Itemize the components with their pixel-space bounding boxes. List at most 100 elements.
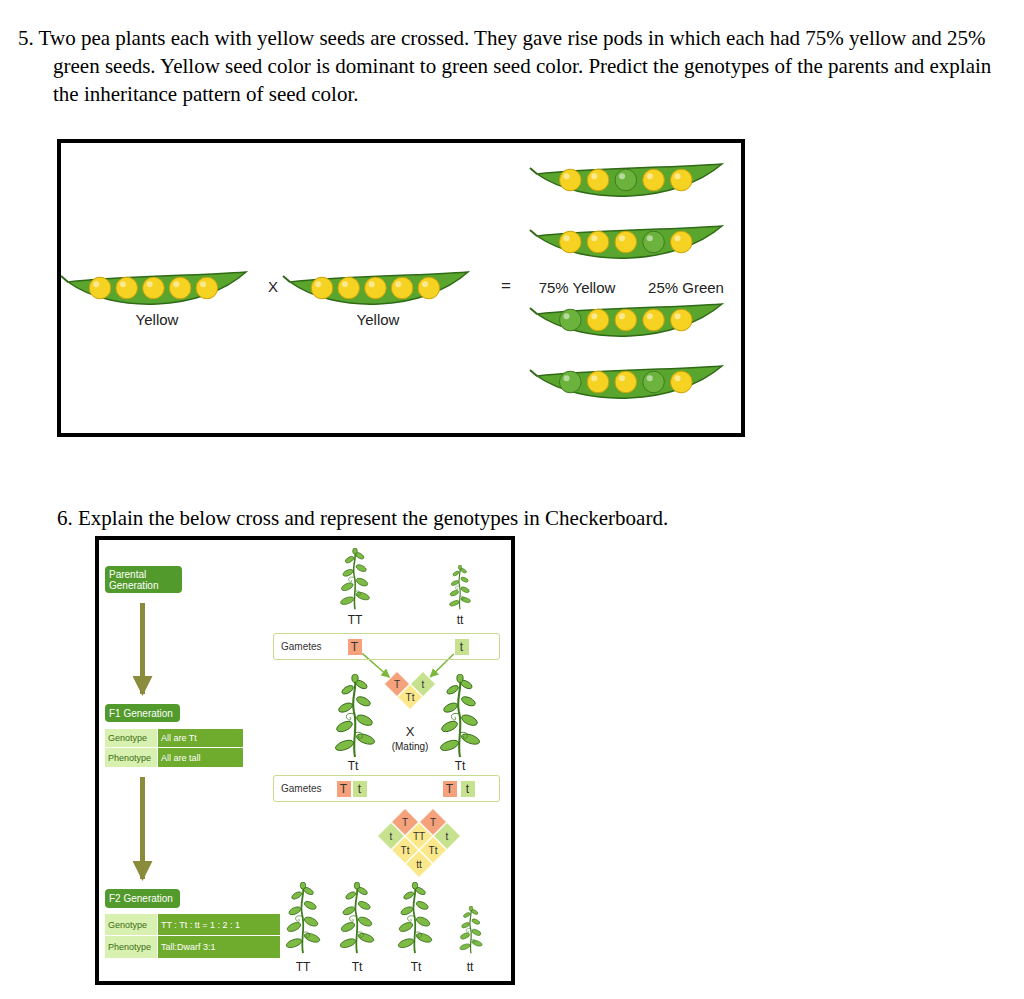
table-cell: Phenotype <box>105 936 157 958</box>
pea-seed <box>89 277 111 299</box>
pod-shell <box>68 272 246 304</box>
pod-shell <box>537 366 722 398</box>
node-text: Parental Generation <box>109 569 178 591</box>
table-cell: Genotype <box>105 914 157 935</box>
node-text: TT <box>413 831 425 842</box>
pod-shell <box>290 272 468 304</box>
pea-seed <box>643 231 665 253</box>
pea-seed <box>615 169 637 191</box>
pea-seed <box>560 309 582 331</box>
pea-seed <box>615 371 637 393</box>
pea-seed <box>587 309 609 331</box>
node-text: Gametes <box>281 783 322 794</box>
seed-shine <box>619 375 625 381</box>
pod-shell <box>537 164 722 196</box>
pea-pods <box>61 164 722 398</box>
pea-seed <box>587 371 609 393</box>
genotype-label: Tt <box>323 759 383 773</box>
generation-badge: F2 Generation <box>105 889 180 908</box>
seed-shine <box>619 173 625 179</box>
node-text: t <box>390 831 393 842</box>
gamete-square: t <box>461 781 475 797</box>
pea-seed <box>418 277 440 299</box>
seed-shine <box>173 281 179 287</box>
pea-seed <box>615 231 637 253</box>
node-text: Tt <box>429 845 438 856</box>
node-text: T <box>430 817 436 828</box>
seed-shine <box>591 375 597 381</box>
pea-seed <box>169 277 191 299</box>
pea-seed <box>671 169 693 191</box>
pea-seed <box>196 277 218 299</box>
node-text: 75% Yellow <box>539 279 616 296</box>
pea-seed <box>560 231 582 253</box>
generation-badge: Parental Generation <box>105 566 182 593</box>
node-text: Tt <box>406 692 415 703</box>
table-cell: All are tall <box>158 748 243 767</box>
seed-shine <box>674 375 680 381</box>
node-text: TT : Tt : tt = 1 : 2 : 1 <box>161 920 240 930</box>
seed-shine <box>563 173 569 179</box>
pea-seed <box>560 169 582 191</box>
table-cell: Phenotype <box>105 748 157 767</box>
genotype-label: Tt <box>430 759 490 773</box>
gamete-square: T <box>337 781 351 797</box>
seed-shine <box>563 313 569 319</box>
pod-stalk <box>530 370 537 376</box>
pea-seed <box>671 231 693 253</box>
pea-seed <box>643 309 665 331</box>
diagram-box: X(Mating)Parental GenerationGametesTtTtT… <box>95 536 515 985</box>
genotype-label: TT <box>273 960 333 974</box>
node-text: t <box>466 782 469 796</box>
node-text: t <box>358 782 361 796</box>
seed-shine <box>147 281 153 287</box>
genotype-table: GenotypeAll are TtPhenotypeAll are tall <box>105 729 243 767</box>
gamete-square: t <box>353 781 367 797</box>
seed-shine <box>342 281 348 287</box>
pod-shell <box>537 304 722 336</box>
genotype-label: tt <box>440 960 500 974</box>
genotype-label: Tt <box>386 960 446 974</box>
gamete-square: T <box>348 639 362 655</box>
pod-stalk <box>283 276 290 282</box>
seed-shine <box>647 375 653 381</box>
seed-shine <box>563 235 569 241</box>
pea-seed <box>671 309 693 331</box>
seed-shine <box>120 281 126 287</box>
node-text: T <box>351 640 358 654</box>
seed-shine <box>591 313 597 319</box>
figure-box: YellowXYellow=75% Yellow25% Green <box>57 139 745 437</box>
gamete-square: t <box>455 639 469 655</box>
node-text: Gametes <box>281 641 322 652</box>
diamond-fill <box>397 684 422 709</box>
seed-shine <box>674 235 680 241</box>
connector-arrow <box>140 777 145 879</box>
pea-seed <box>365 277 387 299</box>
question-text: 5. Two pea plants each with yellow seeds… <box>18 24 993 108</box>
pod-shell <box>537 226 722 258</box>
pea-seed <box>311 277 333 299</box>
genotype-label: tt <box>430 613 490 627</box>
node-text: X <box>406 724 415 739</box>
gamete-square: T <box>443 781 457 797</box>
pea-seed <box>391 277 413 299</box>
pea-seed <box>671 371 693 393</box>
node-text: T <box>446 782 453 796</box>
connector-arrow <box>140 603 145 694</box>
table-cell: All are Tt <box>158 729 243 747</box>
seed-shine <box>647 313 653 319</box>
node-text: X <box>268 278 278 295</box>
genotype-label: TT <box>325 613 385 627</box>
seed-shine <box>200 281 206 287</box>
node-text: t <box>460 640 463 654</box>
seed-shine <box>93 281 99 287</box>
diamond-fill <box>406 851 433 878</box>
seed-shine <box>591 173 597 179</box>
pod-stalk <box>530 230 537 236</box>
node-text: T <box>340 782 347 796</box>
node-text: t <box>422 679 425 690</box>
node-text: tt <box>416 859 422 870</box>
seed-shine <box>395 281 401 287</box>
node-text: All are tall <box>161 753 201 763</box>
seed-shine <box>369 281 375 287</box>
